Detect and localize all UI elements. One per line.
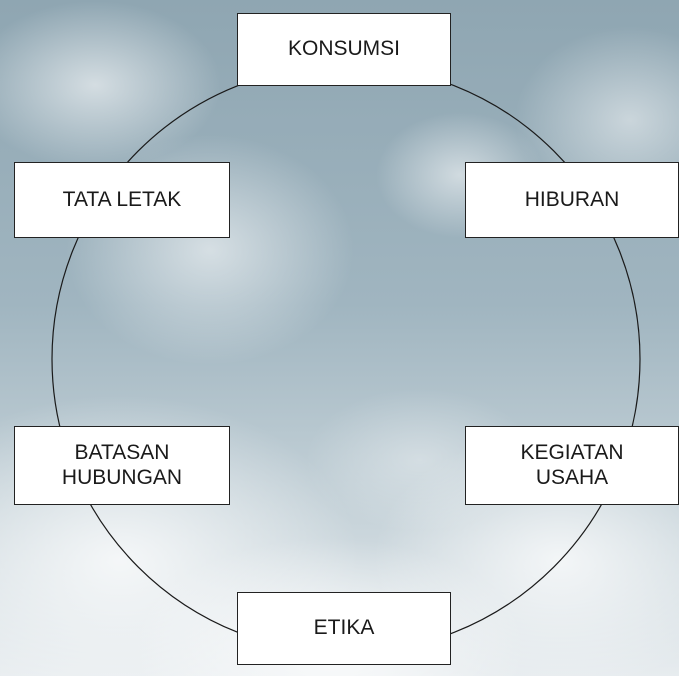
node-label-etika: ETIKA [313, 616, 375, 640]
node-label-kegiatan-usaha: KEGIATAN USAHA [520, 440, 624, 489]
node-konsumsi: KONSUMSI [237, 13, 451, 86]
node-batasan-hubungan: BATASAN HUBUNGAN [14, 426, 230, 505]
node-label-tata-letak: TATA LETAK [62, 187, 182, 211]
node-label-batasan-hubungan: BATASAN HUBUNGAN [61, 440, 183, 489]
node-label-konsumsi: KONSUMSI [287, 37, 400, 61]
node-tata-letak: TATA LETAK [14, 162, 230, 238]
node-label-hiburan: HIBURAN [524, 187, 620, 211]
cycle-circle [51, 64, 641, 654]
node-kegiatan-usaha: KEGIATAN USAHA [465, 426, 679, 505]
node-etika: ETIKA [237, 592, 451, 665]
node-hiburan: HIBURAN [465, 162, 679, 238]
